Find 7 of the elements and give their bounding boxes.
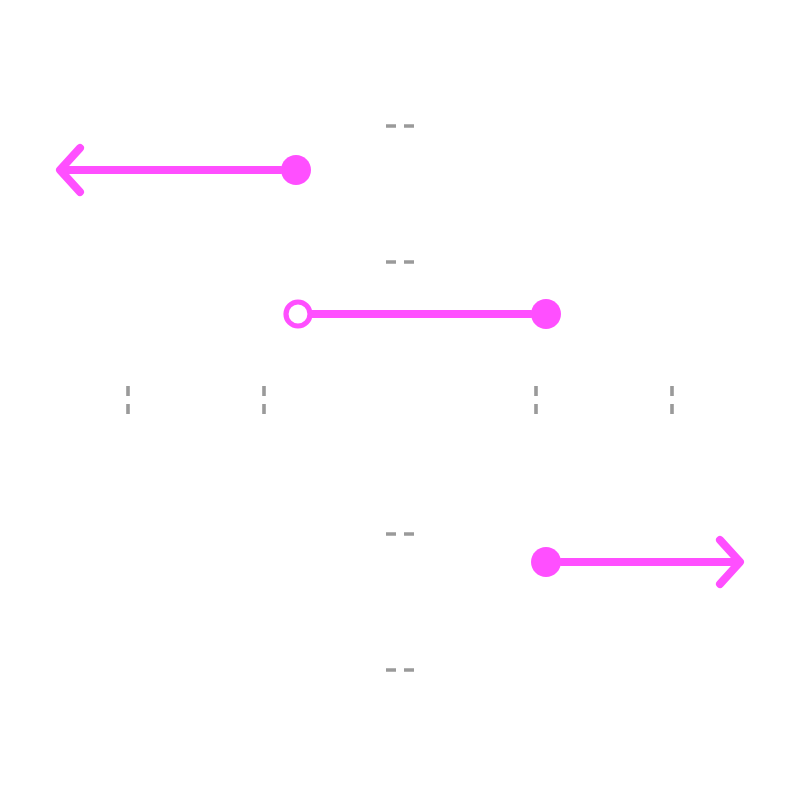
arrow xyxy=(56,144,285,196)
filled-dot xyxy=(281,155,311,185)
filled-dot xyxy=(531,299,561,329)
line-segment xyxy=(308,310,535,318)
filled-dot xyxy=(531,547,561,577)
arrow xyxy=(557,536,744,588)
open-circle xyxy=(283,299,313,329)
